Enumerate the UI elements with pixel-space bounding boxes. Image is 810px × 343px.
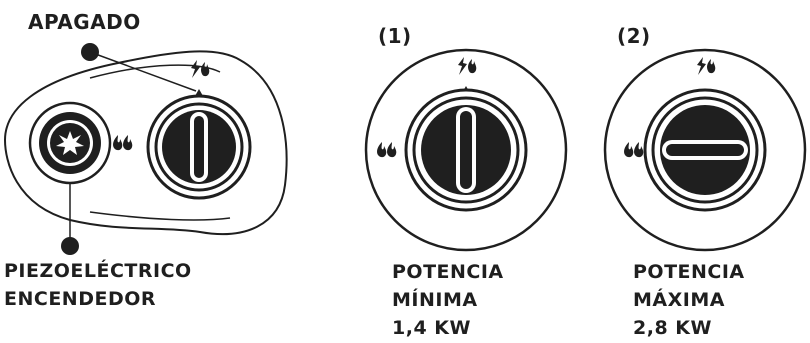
pointer-triangle-icon [195, 89, 203, 96]
label-max-line3: 2,8 KW [633, 317, 712, 339]
label-min-line2: MÍNIMA [392, 289, 478, 311]
label-piezo-line2: ENCENDEDOR [4, 288, 157, 310]
spark-burst-icon [56, 131, 84, 155]
knob-min-panel [364, 48, 568, 252]
callout-dot-piezo [61, 237, 79, 255]
label-max-line1: POTENCIA [633, 261, 745, 283]
control-panel [3, 43, 288, 255]
knob-max[interactable] [643, 88, 767, 212]
knob-min[interactable] [404, 88, 528, 212]
knob-max-panel [603, 48, 807, 252]
knob-off[interactable] [146, 94, 252, 200]
piezo-button[interactable] [28, 101, 112, 185]
label-min-line1: POTENCIA [392, 261, 504, 283]
label-off: APAGADO [28, 10, 141, 34]
label-piezo-line1: PIEZOELÉCTRICO [4, 260, 192, 282]
label-step-2: (2) [617, 24, 651, 48]
label-max-line2: MÁXIMA [633, 289, 725, 311]
label-min-line3: 1,4 KW [392, 317, 471, 339]
label-step-1: (1) [378, 24, 412, 48]
